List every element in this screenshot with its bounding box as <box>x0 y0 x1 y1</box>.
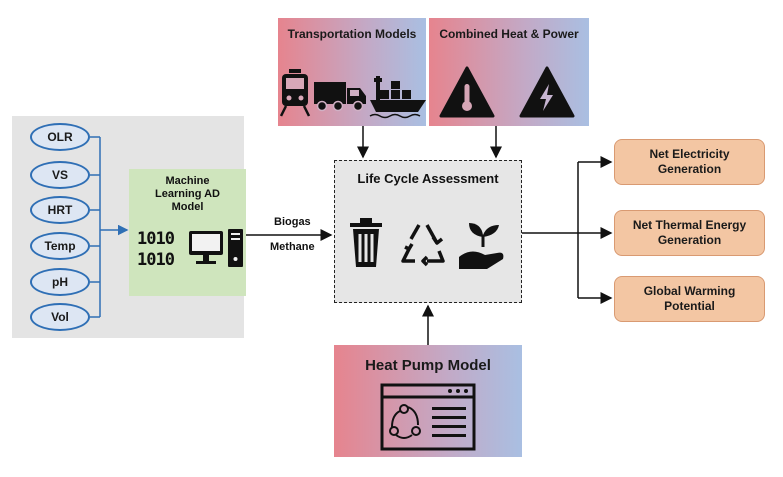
input-temp: Temp <box>30 232 90 260</box>
biogas-label: Biogas <box>274 216 311 228</box>
lca-title: Life Cycle Assessment <box>357 171 499 186</box>
input-ph: pH <box>30 268 90 296</box>
binary-code-icon: 1010 1010 <box>137 229 175 271</box>
binary-top: 1010 <box>137 229 175 249</box>
trash-icon <box>350 218 382 267</box>
train-icon <box>280 69 311 117</box>
heat-pump-title: Heat Pump Model <box>365 357 491 374</box>
ship-icon <box>369 76 426 119</box>
input-bracket-overlay <box>90 136 129 318</box>
transport-icons <box>280 69 426 119</box>
lca-box: Life Cycle Assessment <box>334 160 522 303</box>
truck-icon <box>314 82 366 112</box>
lca-to-outputs-arrows <box>522 156 613 304</box>
heat-pump-box: Heat Pump Model <box>334 345 522 457</box>
ml-model-title: Machine Learning AD Model <box>155 175 220 213</box>
input-vol: Vol <box>30 303 90 331</box>
ml-model-box: Machine Learning AD Model 1010 1010 <box>129 169 246 296</box>
heat-pump-dashboard-icon <box>380 383 476 451</box>
binary-bottom: 1010 <box>137 250 175 270</box>
lca-icons <box>350 218 504 269</box>
recycle-icon <box>401 224 445 267</box>
electricity-warning-icon <box>519 66 575 118</box>
temperature-warning-icon <box>439 66 495 118</box>
input-vs: VS <box>30 161 90 189</box>
transportation-title: Transportation Models <box>287 27 417 41</box>
chp-icons <box>439 66 575 118</box>
output-net-electricity: Net Electricity Generation <box>614 139 765 185</box>
input-hrt: HRT <box>30 196 90 224</box>
output-net-thermal-energy: Net Thermal Energy Generation <box>614 210 765 256</box>
methane-label: Methane <box>270 241 315 253</box>
chp-box: Combined Heat & Power <box>429 18 589 126</box>
chp-title: Combined Heat & Power <box>439 27 579 41</box>
plant-in-hand-icon <box>459 223 504 269</box>
transportation-box: Transportation Models <box>278 18 426 126</box>
output-global-warming-potential: Global Warming Potential <box>614 276 765 322</box>
computer-icon <box>189 229 243 267</box>
input-olr: OLR <box>30 123 90 151</box>
